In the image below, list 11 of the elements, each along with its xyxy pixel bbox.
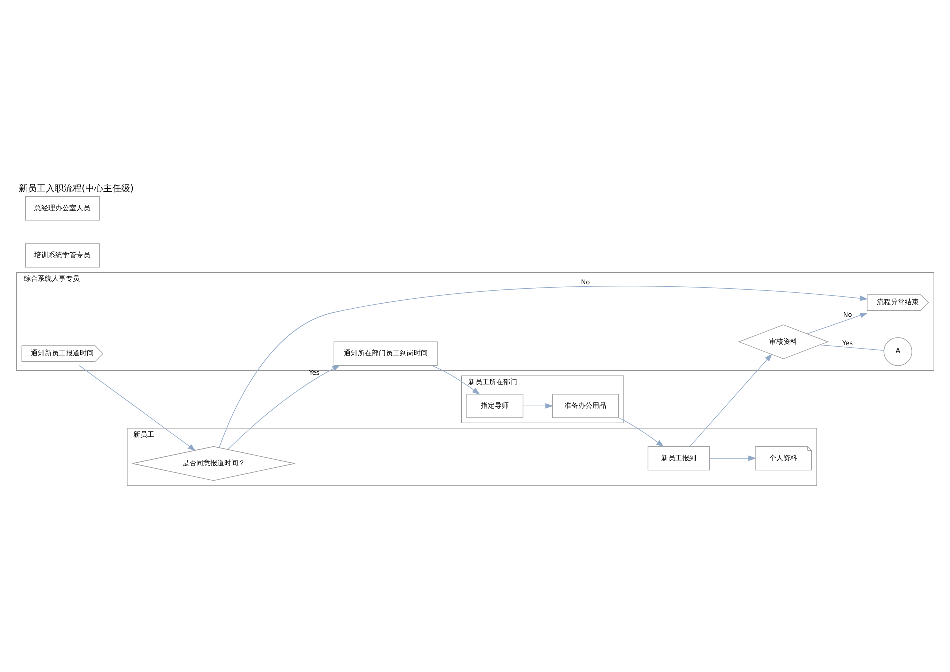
- arrow: [218, 285, 868, 448]
- connector: [819, 344, 884, 351]
- arrow: [708, 455, 756, 461]
- arrow: [806, 312, 868, 334]
- arrow: [618, 417, 664, 447]
- diagram-title: 新员工入职流程(中心主任级): [18, 184, 134, 194]
- arrow: [689, 353, 772, 447]
- arrow: [522, 402, 553, 408]
- arrow: [430, 364, 480, 394]
- arrow: [227, 364, 340, 450]
- arrow: [78, 364, 196, 451]
